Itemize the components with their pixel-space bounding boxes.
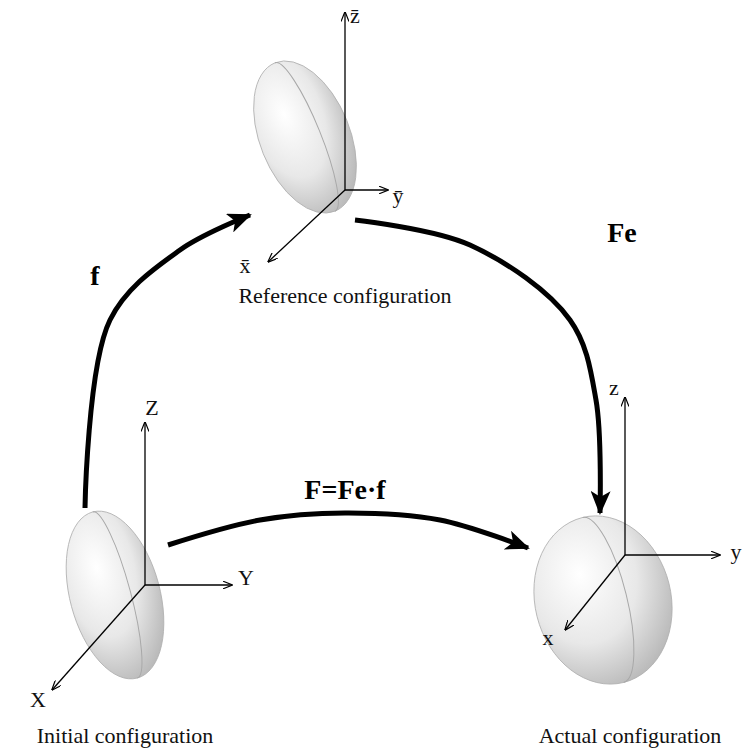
configuration-node: Reference configuration [250,55,360,220]
coordinate-axis [144,422,145,585]
axis-label: X [30,688,46,712]
coordinate-axis [624,397,625,555]
mapping-arrow [168,513,528,548]
coordinate-axis [345,189,388,190]
ellipsoid-figure [62,508,168,682]
mapping-label: F=Fe·f [302,475,387,506]
axis-label: Z [145,396,158,420]
coordinate-axis [52,585,145,690]
mapping-label: f [88,261,101,292]
configuration-label: Initial configuration [37,724,214,748]
configuration-label: Actual configuration [539,724,722,748]
ellipsoid-meridian [275,57,350,211]
configuration-node: Actual configuration [528,513,682,687]
ellipsoid-body [516,501,689,699]
axis-label: x̄ [240,254,251,278]
axis-label: Y [238,566,254,590]
axis-label: z [609,376,619,400]
coordinate-axis [625,554,720,555]
mapping-arrow [355,220,600,513]
coordinate-axis [145,584,232,585]
axis-label: x [543,626,554,650]
coordinate-axis [344,12,345,190]
configuration-node: Initial configuration [62,508,168,682]
axis-label: ȳ [393,184,404,208]
ellipsoid-body [49,500,180,689]
coordinate-axis [565,555,625,630]
ellipsoid-figure [250,55,360,220]
mapping-label: Fe [605,218,639,249]
ellipsoid-body [233,46,376,228]
ellipsoid-figure [528,513,682,687]
axis-label: y [731,540,742,564]
ellipsoid-meridian [93,508,153,678]
mapping-arrow [85,215,250,508]
coordinate-axis [268,190,345,262]
configuration-label: Reference configuration [238,284,451,308]
axis-label: z̄ [350,4,360,28]
